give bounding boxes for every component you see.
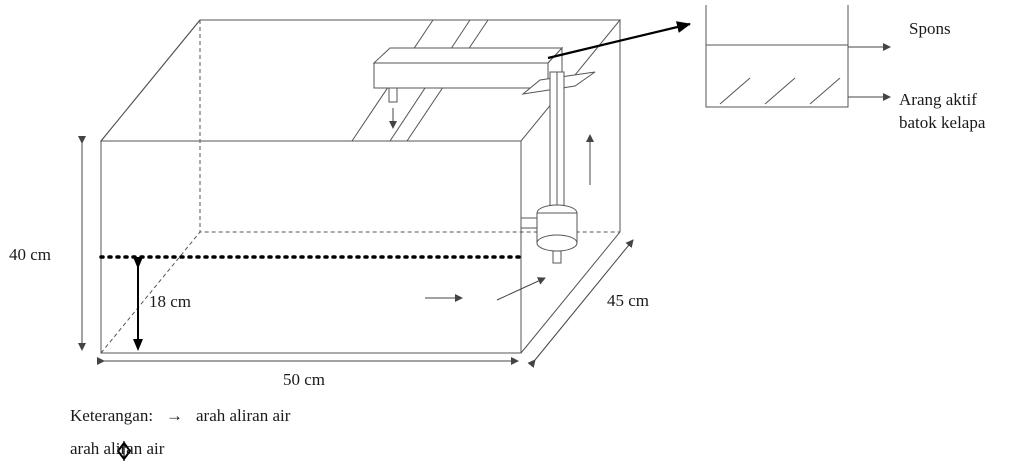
label-water-depth: 18 cm	[149, 292, 192, 311]
pump-pipe	[520, 71, 594, 264]
double-arrow-icon	[116, 441, 132, 461]
depth-dimension	[527, 239, 634, 368]
label-depth: 45 cm	[607, 291, 650, 310]
label-height: 40 cm	[9, 245, 52, 264]
filter-box	[351, 19, 596, 142]
filter-callout	[705, 5, 891, 108]
callout-pointer-arrow	[547, 21, 691, 60]
label-spons: Spons	[909, 19, 951, 38]
label-width: 50 cm	[283, 370, 326, 389]
tank-front-face	[100, 140, 522, 354]
legend-line1-text: arah aliran air	[196, 406, 291, 425]
legend-line2-text: arah aliran air	[70, 439, 165, 458]
label-arang-aktif: Arang aktif	[899, 90, 977, 109]
right-arrow-icon: →	[166, 406, 183, 425]
label-batok-kelapa: batok kelapa	[899, 113, 986, 132]
legend-prefix: Keterangan:	[70, 406, 154, 425]
